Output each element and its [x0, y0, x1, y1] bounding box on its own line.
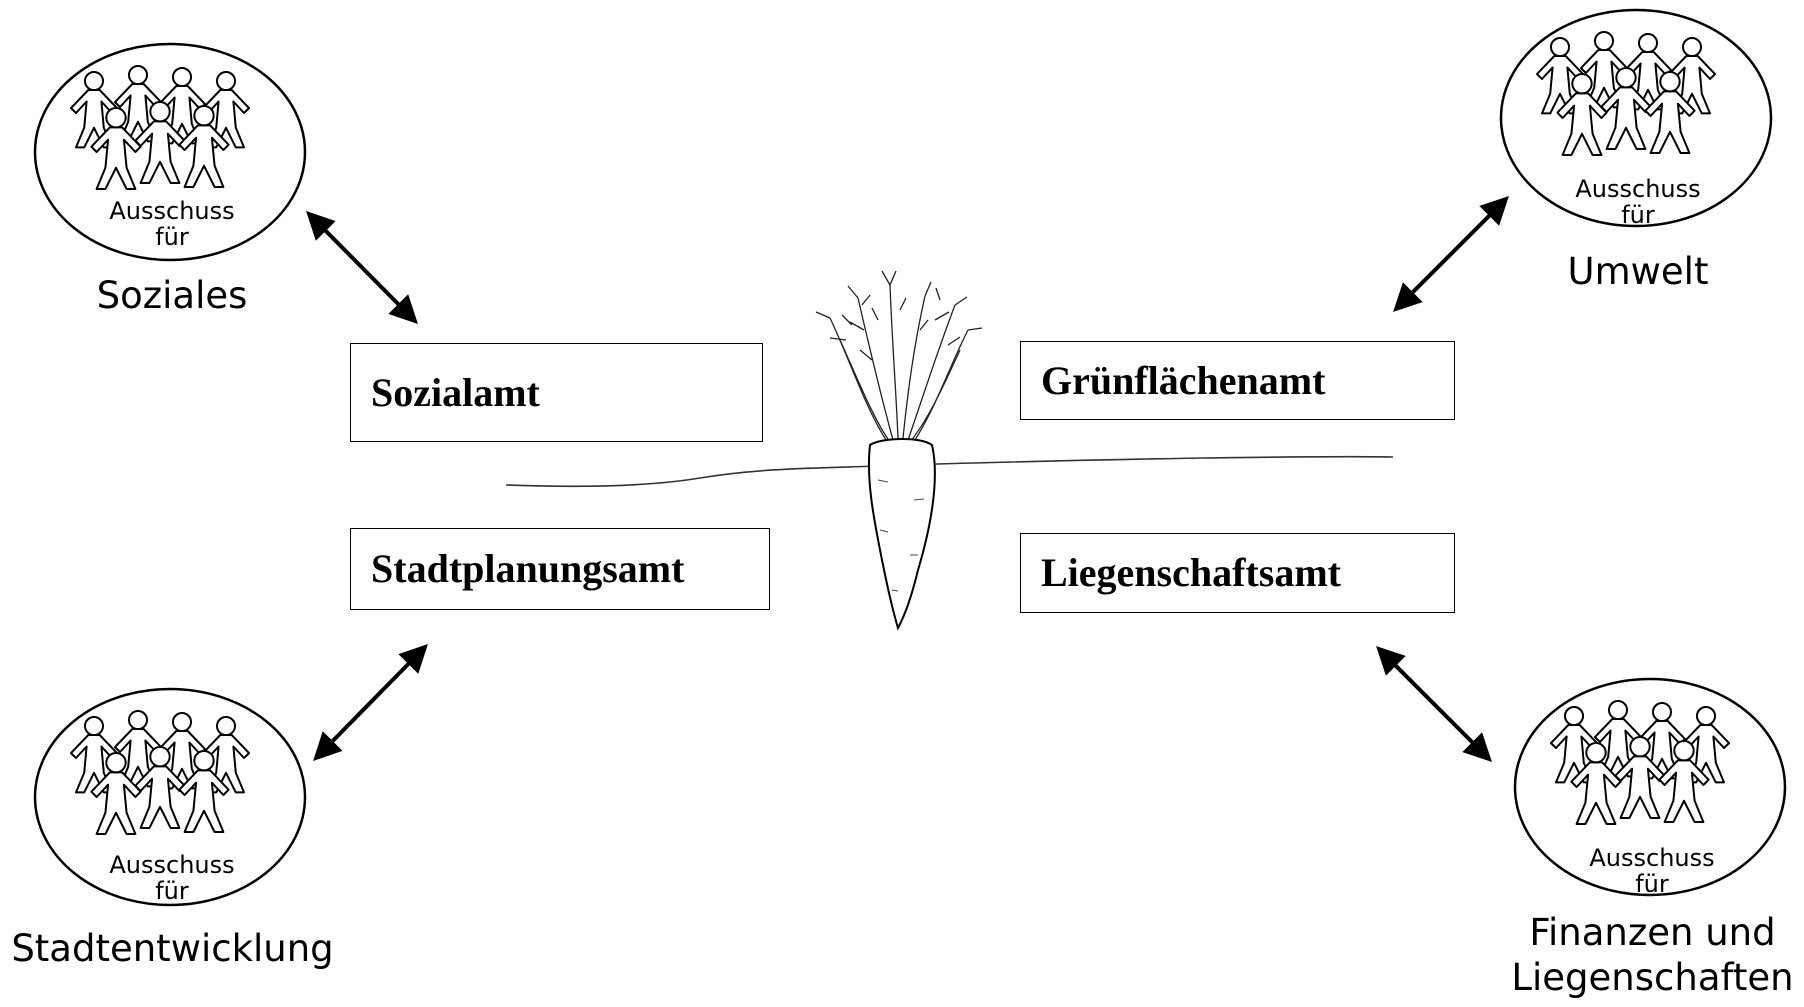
office-social: Sozialamt	[350, 343, 763, 442]
people-group-icon	[1499, 8, 1773, 228]
badge-text: Ausschuss für	[32, 198, 312, 250]
badge-line-2: für	[1635, 870, 1669, 898]
person-figure	[1644, 71, 1696, 154]
office-urban-planning-label: Stadtplanungsamt	[371, 546, 685, 591]
committee-finance-label-line-1: Finanzen und	[1529, 911, 1776, 954]
person-figure	[178, 750, 230, 833]
people-group-icon	[33, 687, 307, 907]
badge-text: Ausschuss für	[32, 852, 312, 904]
badge-line-2: für	[155, 223, 189, 251]
badge-line-1: Ausschuss	[109, 197, 235, 225]
committee-finance-label-line-2: Liegenschaften	[1511, 956, 1794, 999]
committee-urban-development: Ausschuss für	[32, 685, 312, 910]
person-figure	[1614, 736, 1666, 819]
committee-environment: Ausschuss für	[1498, 6, 1778, 231]
committee-social: Ausschuss für	[32, 40, 312, 265]
people-group-icon	[1513, 677, 1787, 897]
committee-urban-development-label: Stadtentwicklung	[11, 927, 334, 970]
people-group-icon	[33, 42, 307, 262]
office-green-spaces: Grünflächenamt	[1020, 341, 1455, 420]
badge-text: Ausschuss für	[1498, 176, 1778, 228]
person-figure	[178, 105, 230, 188]
person-figure	[1556, 73, 1608, 156]
office-urban-planning: Stadtplanungsamt	[350, 528, 770, 610]
committee-finance-label: Finanzen und Liegenschaften	[1495, 910, 1804, 1000]
committee-social-label: Soziales	[96, 274, 248, 317]
arrow-social	[306, 211, 418, 324]
committee-finance: Ausschuss für	[1512, 675, 1792, 900]
person-figure	[90, 107, 142, 190]
person-figure	[1570, 742, 1622, 825]
office-green-spaces-label: Grünflächenamt	[1041, 357, 1326, 403]
arrow-urban-development	[313, 644, 428, 761]
office-real-estate-label: Liegenschaftsamt	[1041, 550, 1341, 595]
badge-line-1: Ausschuss	[1575, 175, 1701, 203]
badge-line-2: für	[1621, 201, 1655, 229]
office-real-estate: Liegenschaftsamt	[1020, 533, 1455, 613]
office-social-label: Sozialamt	[371, 369, 540, 415]
person-figure	[90, 752, 142, 835]
badge-line-1: Ausschuss	[1589, 844, 1715, 872]
committee-environment-label: Umwelt	[1567, 250, 1709, 293]
badge-text: Ausschuss für	[1512, 845, 1792, 897]
arrow-finance	[1376, 646, 1492, 762]
person-figure	[1658, 740, 1710, 823]
badge-line-1: Ausschuss	[109, 851, 235, 879]
badge-line-2: für	[155, 877, 189, 905]
arrow-environment	[1393, 196, 1509, 312]
